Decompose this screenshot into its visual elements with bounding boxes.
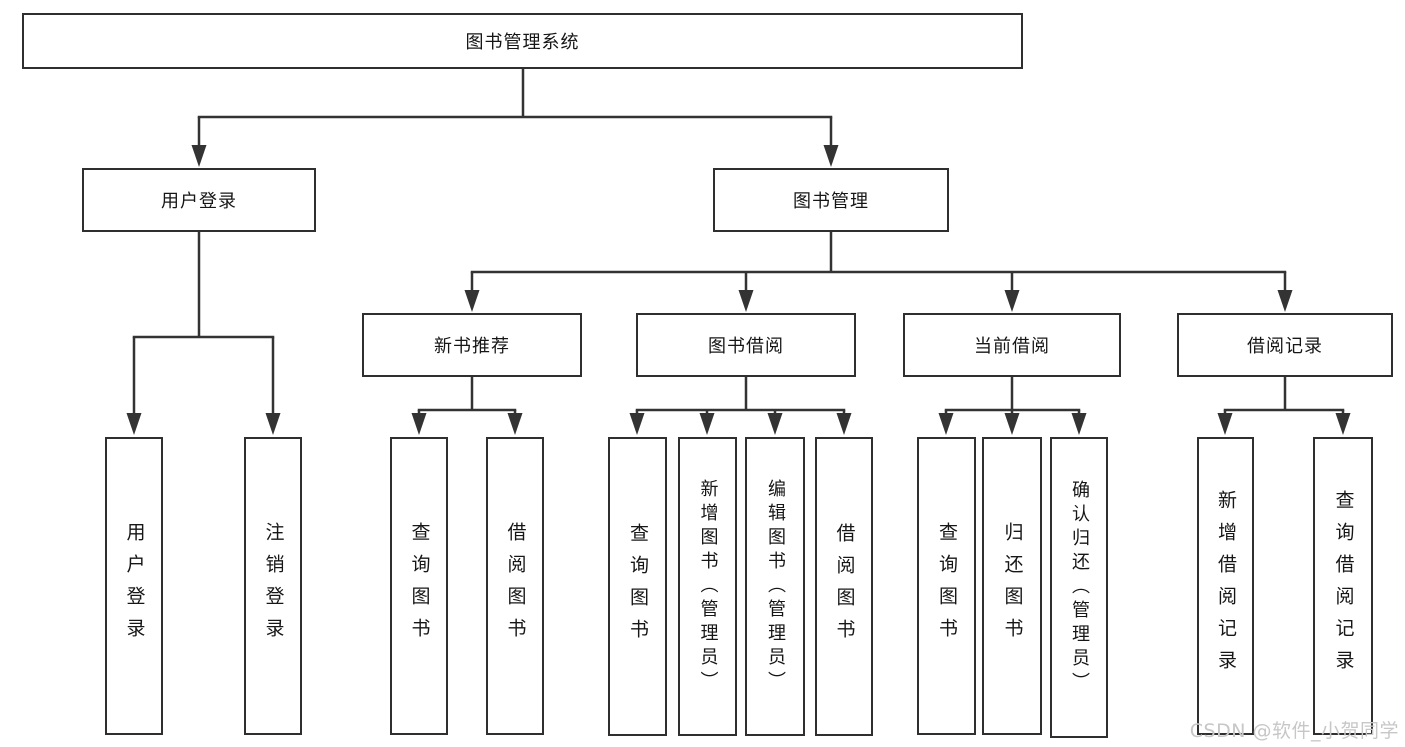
node-label: 用户登录: [161, 191, 237, 212]
node-current-borrow: 当前借阅: [903, 313, 1121, 377]
node-label: 注销登录: [262, 522, 285, 650]
node-label: 新增图书（管理员）: [697, 478, 719, 695]
node-label: 借阅图书: [833, 522, 856, 651]
node-label: 查询图书: [408, 522, 431, 650]
node-label: 查询图书: [936, 522, 958, 650]
leaf-current-query-books: 查询图书: [917, 437, 976, 735]
node-label: 查询图书: [627, 522, 649, 651]
leaf-records-query-record: 查询借阅记录: [1313, 437, 1373, 735]
leaf-recommend-borrow-books: 借阅图书: [486, 437, 544, 735]
node-label: 图书借阅: [708, 336, 784, 357]
leaf-current-return-books: 归还图书: [982, 437, 1042, 735]
node-label: 归还图书: [1001, 522, 1024, 650]
node-label: 确认归还（管理员）: [1069, 479, 1090, 696]
leaf-recommend-query-books: 查询图书: [390, 437, 448, 735]
node-label: 图书管理系统: [465, 32, 580, 53]
leaf-borrow-edit-books-admin: 编辑图书（管理员）: [745, 437, 805, 736]
node-book-borrow: 图书借阅: [636, 313, 856, 377]
leaf-borrow-add-books-admin: 新增图书（管理员）: [678, 437, 737, 736]
leaf-user-login: 用户登录: [105, 437, 163, 735]
leaf-borrow-query-books: 查询图书: [608, 437, 667, 736]
node-label: 图书管理: [793, 191, 869, 212]
node-book-management: 图书管理: [713, 168, 949, 232]
node-label: 用户登录: [123, 522, 146, 650]
node-label: 借阅图书: [504, 522, 527, 650]
node-label: 借阅记录: [1247, 336, 1323, 357]
leaf-current-confirm-return-admin: 确认归还（管理员）: [1050, 437, 1108, 738]
node-label: 编辑图书（管理员）: [765, 478, 786, 695]
node-borrow-records: 借阅记录: [1177, 313, 1393, 377]
node-label: 查询借阅记录: [1332, 490, 1355, 682]
node-label: 当前借阅: [974, 336, 1050, 357]
node-label: 新书推荐: [434, 336, 510, 357]
leaf-records-add-record: 新增借阅记录: [1197, 437, 1254, 735]
leaf-logout: 注销登录: [244, 437, 302, 735]
csdn-watermark: CSDN @软件_小贺同学: [1189, 720, 1399, 742]
node-library-management-system: 图书管理系统: [22, 13, 1023, 69]
node-new-book-recommend: 新书推荐: [362, 313, 582, 377]
node-label: 新增借阅记录: [1215, 490, 1237, 682]
node-user-login: 用户登录: [82, 168, 316, 232]
leaf-borrow-borrow-books: 借阅图书: [815, 437, 873, 736]
